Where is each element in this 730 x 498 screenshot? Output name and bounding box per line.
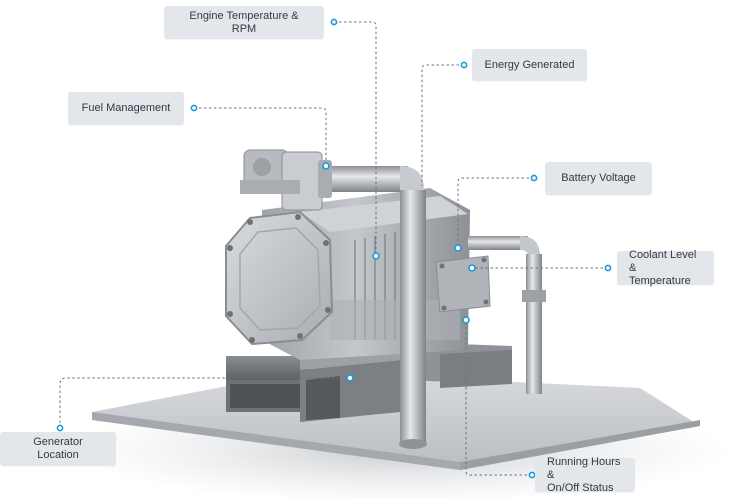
sensor-running [462,316,470,324]
valve-assembly [240,149,323,211]
dot-running [528,471,536,479]
label-fuel-management-text: Fuel Management [81,102,171,114]
label-generator-location-text: Generator Location [33,436,83,461]
label-engine-temp-rpm: Engine Temperature & RPM [164,6,324,39]
label-fuel-management: Fuel Management [68,92,184,125]
dot-location [56,424,64,432]
label-generator-location: Generator Location [0,432,116,466]
dot-battery [530,174,538,182]
label-battery-voltage-text: Battery Voltage [561,172,636,184]
sensor-location [346,374,354,382]
leader-energy [421,64,464,186]
sensor-engine-temp [372,252,380,260]
label-dots [56,18,612,479]
dot-fuel [190,104,198,112]
leader-running [465,320,532,476]
leader-engine-temp [334,21,377,256]
octagon-cover [225,210,334,346]
dot-energy [460,61,468,69]
label-running-hours-text: Running Hours & On/Off Status [547,455,621,494]
control-box [435,255,491,313]
dot-coolant [604,264,612,272]
label-coolant: Coolant Level & Temperature [617,248,714,287]
dot-engine-temp [330,18,338,26]
leader-fuel [194,107,327,164]
label-engine-temp-rpm-text: Engine Temperature & RPM [189,9,299,35]
sensor-coolant [468,264,476,272]
exhaust-pipe [318,160,427,449]
label-running-hours: Running Hours & On/Off Status [535,455,635,494]
label-coolant-text: Coolant Level & Temperature [629,248,697,287]
leader-lines [59,21,608,476]
sensor-dots [322,162,476,382]
leader-battery [457,177,534,246]
sensor-fuel [322,162,330,170]
sensor-battery [454,244,462,252]
label-energy-generated: Energy Generated [472,49,587,81]
label-battery-voltage: Battery Voltage [545,162,652,195]
coolant-pipe [468,236,546,394]
label-energy-generated-text: Energy Generated [484,58,575,71]
